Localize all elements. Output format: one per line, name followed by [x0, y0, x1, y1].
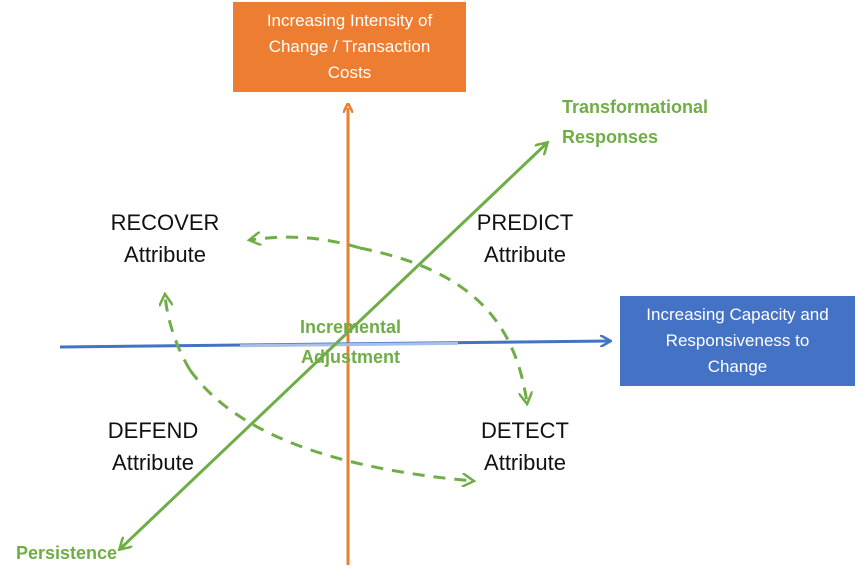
detect-subtitle: Attribute — [484, 450, 566, 475]
vertical-axis-label-line-2: Change / Transaction — [268, 37, 431, 56]
detect-quadrant-label: DETECT Attribute — [455, 415, 595, 479]
diagonal-axis-lower — [120, 333, 347, 549]
persistence-text: Persistence — [16, 543, 118, 563]
transformational-line-1: Transformational — [562, 97, 709, 117]
horizontal-axis-label-box: Increasing Capacity and Responsiveness t… — [620, 296, 855, 386]
horizontal-axis-label-line-3: Change — [707, 357, 768, 376]
transformational-line-2: Responses — [562, 127, 659, 147]
incremental-line-1: Incremental — [299, 317, 402, 337]
diagonal-axis-upper — [343, 143, 547, 337]
incremental-line-2: Adjustment — [301, 347, 400, 367]
recover-title: RECOVER — [110, 210, 220, 235]
predict-title: PREDICT — [476, 210, 574, 235]
persistence-label: Persistence — [16, 538, 117, 568]
defend-quadrant-label: DEFEND Attribute — [83, 415, 223, 479]
cycle-arc-to-recover — [250, 237, 361, 250]
recover-subtitle: Attribute — [124, 242, 206, 267]
horizontal-axis-label-line-2: Responsiveness to — [665, 331, 810, 350]
defend-subtitle: Attribute — [112, 450, 194, 475]
detect-title: DETECT — [481, 418, 569, 443]
vertical-axis-label-line-1: Increasing Intensity of — [266, 11, 433, 30]
defend-title: DEFEND — [107, 418, 199, 443]
transformational-responses-label: Transformational Responses — [562, 92, 708, 152]
vertical-axis-label-line-3: Costs — [327, 63, 372, 82]
cycle-arc-defend-to-detect — [188, 369, 473, 481]
cycle-arc-predict-to-detect — [359, 246, 527, 403]
horizontal-axis-center-highlight — [239, 341, 459, 348]
incremental-adjustment-label: Incremental Adjustment — [268, 312, 433, 372]
predict-subtitle: Attribute — [484, 242, 566, 267]
cycle-arc-to-recover-lower — [165, 295, 192, 371]
predict-quadrant-label: PREDICT Attribute — [455, 207, 595, 271]
recover-quadrant-label: RECOVER Attribute — [95, 207, 235, 271]
vertical-axis-label-box: Increasing Intensity of Change / Transac… — [233, 2, 466, 92]
horizontal-axis-label-line-1: Increasing Capacity and — [646, 305, 829, 324]
